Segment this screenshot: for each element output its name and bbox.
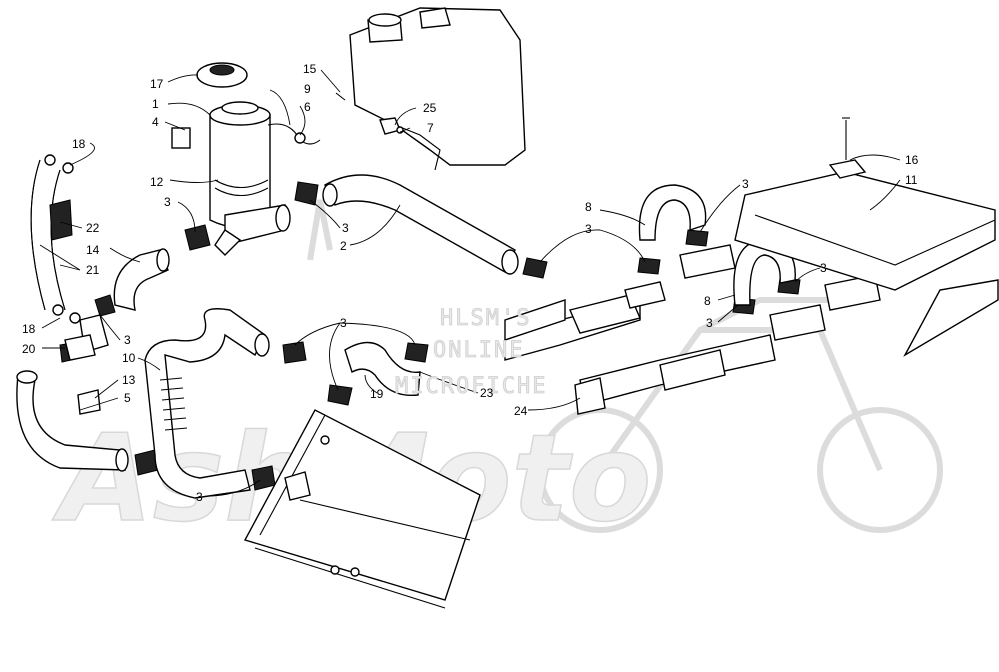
callout-13: 13 xyxy=(122,373,136,387)
callout-3-d: 3 xyxy=(742,177,749,191)
callout-3-e: 3 xyxy=(820,261,827,275)
corrugated-hose xyxy=(144,308,270,499)
hose-14 xyxy=(113,248,170,311)
elbow-hose-lower xyxy=(733,239,796,306)
callout-3-h: 3 xyxy=(340,316,347,330)
callout-15: 15 xyxy=(303,62,317,76)
heat-exchanger-24 xyxy=(574,334,776,415)
hose-20 xyxy=(64,314,109,361)
callout-5: 5 xyxy=(124,391,131,405)
callout-20: 20 xyxy=(22,342,36,356)
callout-3-f: 3 xyxy=(706,316,713,330)
callout-3-a: 3 xyxy=(164,195,171,209)
callout-11: 11 xyxy=(905,173,918,187)
callout-12: 12 xyxy=(150,175,164,189)
callout-8-top: 8 xyxy=(585,200,592,214)
hose-clip xyxy=(77,389,101,415)
callout-10: 10 xyxy=(122,351,136,365)
callout-8-bottom: 8 xyxy=(704,294,711,308)
heat-exchanger-upper xyxy=(569,244,881,341)
hose-19 xyxy=(344,341,421,397)
upper-coolant-hose xyxy=(322,174,519,275)
callout-22: 22 xyxy=(86,221,100,235)
callout-16: 16 xyxy=(905,153,919,167)
callout-21: 21 xyxy=(86,263,100,277)
callout-1: 1 xyxy=(152,97,159,111)
callout-3-g: 3 xyxy=(124,333,131,347)
coolant-reservoir-tank xyxy=(349,7,526,171)
lower-left-hose xyxy=(16,370,129,472)
callout-3-c: 3 xyxy=(585,222,592,236)
hlsm-watermark: HLSM'S ONLINE MICROFICHE xyxy=(395,306,547,400)
watermark-line-3: MICROFICHE xyxy=(395,374,547,399)
leader-lines xyxy=(39,69,901,497)
radiator-cap xyxy=(196,62,248,88)
rear-heat-exchanger xyxy=(734,159,999,357)
callout-25: 25 xyxy=(423,101,437,115)
callout-6: 6 xyxy=(304,100,311,114)
overflow-hose xyxy=(267,123,321,145)
callout-2: 2 xyxy=(340,239,347,253)
callout-17: 17 xyxy=(150,77,164,91)
bleed-screw xyxy=(842,117,850,160)
callout-23: 23 xyxy=(480,386,494,400)
motorcycle-watermark-icon xyxy=(307,199,943,533)
hose-clamps xyxy=(59,181,801,491)
decal-label xyxy=(171,127,191,149)
heat-exchanger-panel xyxy=(243,409,481,609)
callout-24: 24 xyxy=(514,404,528,418)
callout-9: 9 xyxy=(304,82,311,96)
callout-18-bottom: 18 xyxy=(22,322,36,336)
callout-3-b: 3 xyxy=(342,221,349,235)
callout-3-i: 3 xyxy=(196,490,203,504)
watermark-line-1: HLSM'S xyxy=(440,306,531,331)
callout-18-top: 18 xyxy=(72,137,86,151)
callout-7: 7 xyxy=(427,121,434,135)
watermark-line-2: ONLINE xyxy=(433,338,524,363)
callout-4: 4 xyxy=(152,115,159,129)
bypass-hose-assembly xyxy=(30,154,81,324)
callout-19: 19 xyxy=(370,387,384,401)
callout-14: 14 xyxy=(86,243,100,257)
callout-numbers: 17 1 4 12 15 9 6 25 7 18 22 14 21 3 3 2 … xyxy=(22,62,919,504)
filler-neck-housing xyxy=(209,101,291,256)
